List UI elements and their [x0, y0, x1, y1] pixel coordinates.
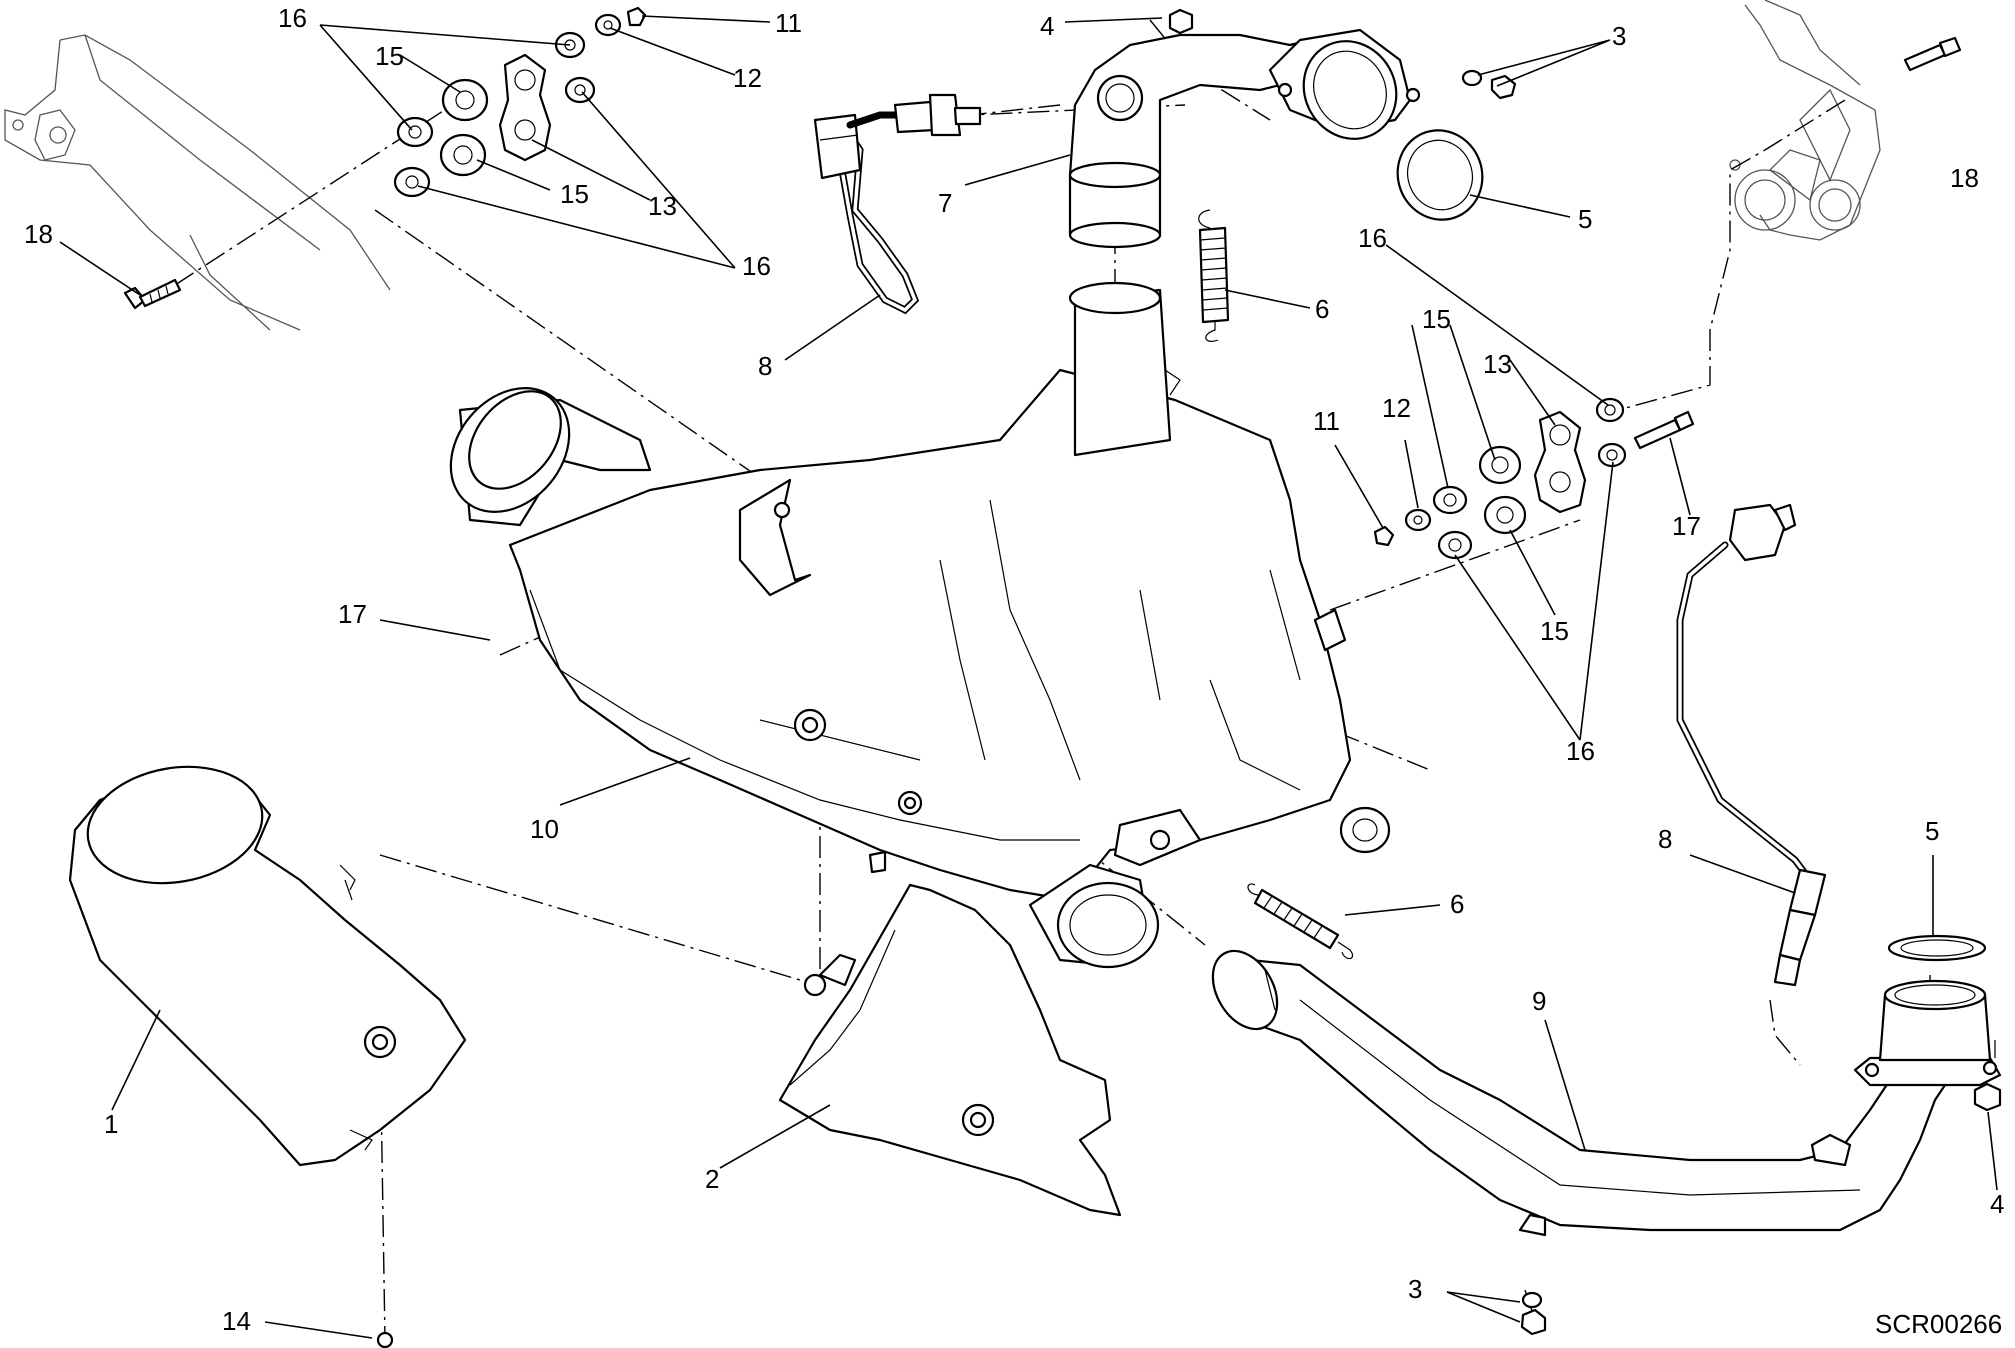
heat-shield-centre [778, 883, 1122, 1217]
upper-elbow-pipe [1068, 28, 1421, 249]
gasket-lower [1887, 934, 1987, 962]
callout-7: 7 [938, 188, 952, 218]
callout-16: 16 [742, 251, 771, 281]
callout-4: 4 [1990, 1189, 2004, 1219]
callout-11: 11 [775, 8, 802, 38]
callout-15: 15 [375, 41, 404, 71]
callout-8: 8 [758, 351, 772, 381]
callout-6: 6 [1315, 294, 1329, 324]
callout-6: 6 [1450, 889, 1464, 919]
lambda-sensor-upper [813, 93, 982, 315]
washer-and-nut-lower-3 [1520, 1291, 1547, 1336]
callout-18: 18 [1950, 163, 1979, 193]
fastener-stack-right [1373, 36, 1962, 560]
header-pipe [1211, 949, 2002, 1237]
mount-boss-centre-shield [803, 973, 827, 997]
callout-15: 15 [560, 179, 589, 209]
spring-lower [1247, 883, 1354, 960]
callout-16: 16 [1566, 736, 1595, 766]
spring-upper [1198, 209, 1230, 342]
gasket-upper [1396, 129, 1484, 221]
callout-17: 17 [338, 599, 367, 629]
callout-12: 12 [733, 63, 762, 93]
callout-1: 1 [104, 1109, 118, 1139]
callout-2: 2 [705, 1164, 719, 1194]
callout-3: 3 [1612, 21, 1626, 51]
silencer-box [449, 281, 1352, 969]
fastener-stack-left [123, 6, 647, 310]
callout-5: 5 [1578, 204, 1592, 234]
callout-5: 5 [1925, 816, 1939, 846]
callout-8: 8 [1658, 824, 1672, 854]
callout-9: 9 [1532, 986, 1546, 1016]
callout-leaders [59, 15, 1998, 1339]
heat-shield-left [68, 765, 467, 1167]
callout-10: 10 [530, 814, 559, 844]
callout-3: 3 [1408, 1274, 1422, 1304]
washer-and-nut-upper-3 [1461, 69, 1517, 100]
callout-13: 13 [648, 191, 677, 221]
drawing-reference-code: SCR00266 [1875, 1309, 2002, 1339]
lambda-sensor-right [1676, 503, 1827, 987]
callout-15: 15 [1540, 616, 1569, 646]
frame-bracket-right [1729, 0, 1881, 241]
frame-bracket-left [4, 34, 391, 331]
callout-4: 4 [1040, 11, 1054, 41]
nut-lower-4 [1973, 1082, 2002, 1112]
callout-labels: 16 15 11 12 15 13 16 18 4 3 18 5 6 7 8 1… [24, 3, 2004, 1336]
callout-16: 16 [278, 3, 307, 33]
washer-14 [376, 1331, 394, 1348]
callout-11: 11 [1313, 406, 1340, 436]
callout-17: 17 [1672, 511, 1701, 541]
callout-13: 13 [1483, 349, 1512, 379]
rubber-grommet [1339, 806, 1391, 854]
callout-16: 16 [1358, 223, 1387, 253]
callout-15: 15 [1422, 304, 1451, 334]
callout-12: 12 [1382, 393, 1411, 423]
nut-upper-4 [1168, 8, 1194, 35]
callout-18: 18 [24, 219, 53, 249]
callout-14: 14 [222, 1306, 251, 1336]
